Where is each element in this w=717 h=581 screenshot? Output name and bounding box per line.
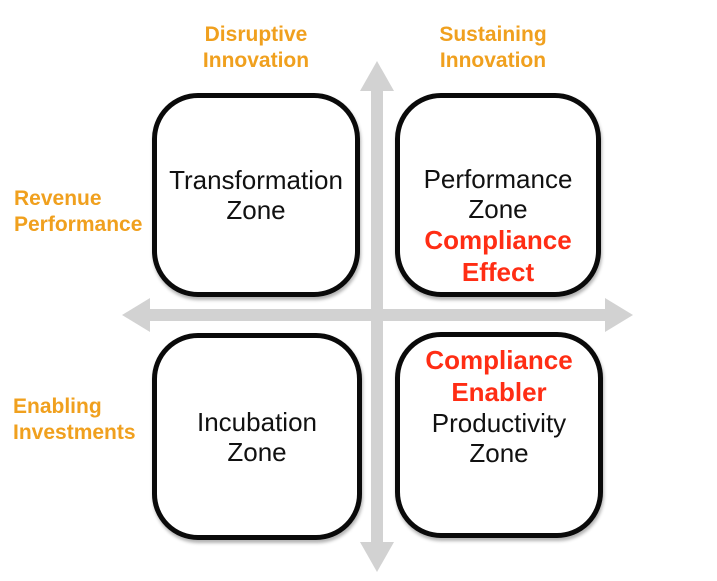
- label-line: Performance: [14, 213, 143, 236]
- arrow-left-icon: [122, 298, 150, 332]
- compliance-enabler-annotation-line: Enabler: [451, 377, 547, 407]
- performance-zone-box: Performance Zone Compliance Effect: [395, 93, 601, 297]
- compliance-enabler-annotation-line: Compliance: [425, 345, 573, 375]
- row-label-revenue-performance: Revenue Performance: [14, 186, 142, 238]
- row-label-enabling-investments: Enabling Investments: [13, 394, 136, 446]
- zone-title-line: Zone: [468, 194, 528, 224]
- zone-title-line: Performance: [423, 164, 573, 194]
- incubation-zone-box: Incubation Zone: [152, 333, 362, 540]
- arrow-down-icon: [360, 542, 394, 572]
- productivity-zone-box: Compliance Enabler Productivity Zone: [395, 332, 603, 538]
- label-line: Sustaining: [439, 23, 547, 46]
- label-line: Investments: [13, 421, 136, 444]
- label-line: Disruptive: [204, 23, 308, 46]
- zone-title-line: Zone: [469, 438, 529, 468]
- compliance-effect-annotation-line: Compliance: [424, 225, 572, 255]
- zone-title-line: Zone: [227, 436, 287, 467]
- label-line: Revenue: [14, 187, 102, 210]
- zone-title-line: Transformation: [169, 165, 343, 195]
- label-line: Enabling: [13, 395, 102, 418]
- compliance-effect-annotation-line: Effect: [461, 257, 535, 287]
- zone-title-line: Productivity: [431, 408, 567, 438]
- zone-title-line: Zone: [226, 195, 286, 225]
- label-line: Innovation: [202, 49, 310, 72]
- arrow-right-icon: [605, 298, 633, 332]
- transformation-zone-box: Transformation Zone: [152, 93, 360, 297]
- label-line: Innovation: [439, 49, 547, 72]
- column-label-sustaining-innovation: Sustaining Innovation: [393, 22, 593, 74]
- arrow-up-icon: [360, 61, 394, 91]
- zone-title-line: Incubation: [197, 406, 317, 437]
- horizontal-axis-line: [147, 309, 607, 321]
- column-label-disruptive-innovation: Disruptive Innovation: [156, 22, 356, 74]
